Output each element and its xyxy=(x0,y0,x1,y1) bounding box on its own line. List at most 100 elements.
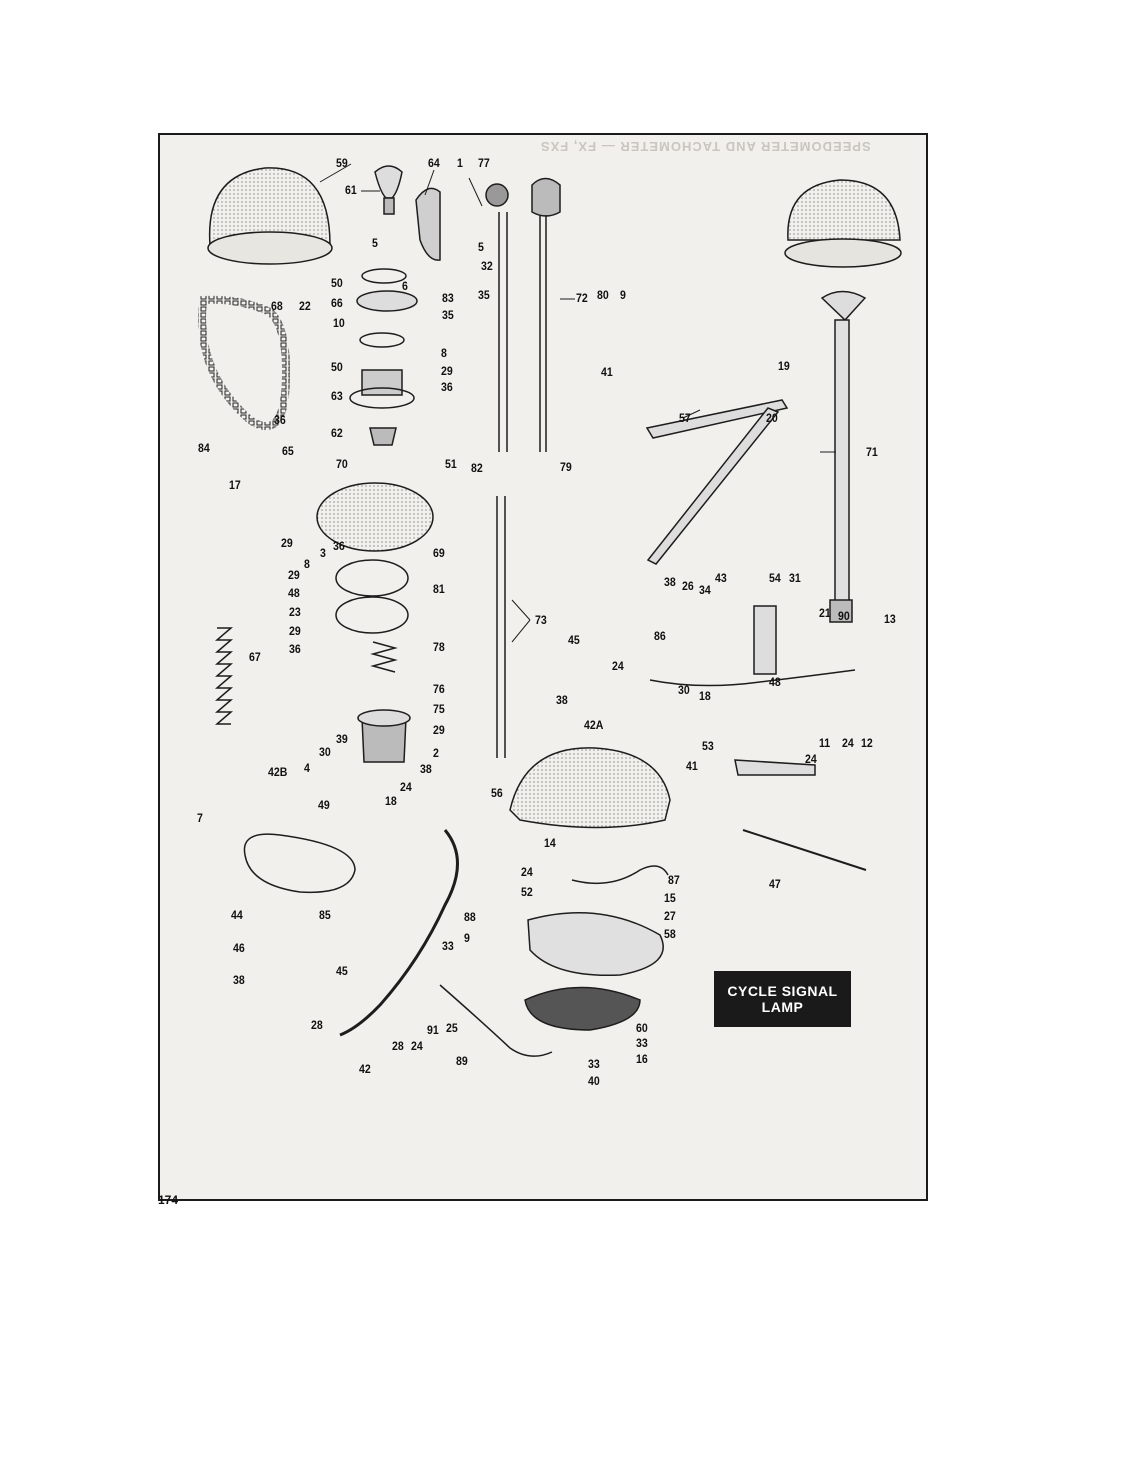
callout-label: 9 xyxy=(620,288,626,302)
callout-label: 47 xyxy=(769,877,781,891)
knob-ball-part xyxy=(485,183,509,207)
callout-label: 30 xyxy=(678,683,690,697)
callout-label: 22 xyxy=(299,299,311,313)
cable-part xyxy=(339,829,459,1037)
callout-label: 57 xyxy=(679,411,691,425)
callout-label: 48 xyxy=(769,675,781,689)
lower-lamp-housing-part xyxy=(509,747,671,829)
callout-label: 91 xyxy=(427,1023,439,1037)
ring-part xyxy=(356,290,418,312)
flag-rod-tip-part xyxy=(531,177,561,217)
callout-label: 29 xyxy=(441,364,453,378)
callout-label: 60 xyxy=(636,1021,648,1035)
callout-label: 29 xyxy=(281,536,293,550)
callout-label: 33 xyxy=(442,939,454,953)
callout-label: 25 xyxy=(446,1021,458,1035)
callout-label: 28 xyxy=(392,1039,404,1053)
callout-label: 73 xyxy=(535,613,547,627)
housing-top-part xyxy=(357,709,411,727)
callout-label: 69 xyxy=(433,546,445,560)
callout-label: 29 xyxy=(289,624,301,638)
page-number: 174 xyxy=(158,1193,179,1207)
wiring-loop-part xyxy=(243,833,356,894)
bracket-cable-part xyxy=(649,669,856,687)
gasket-part xyxy=(361,268,407,284)
callout-label: 41 xyxy=(686,759,698,773)
callout-label: 38 xyxy=(664,575,676,589)
callout-label: 49 xyxy=(318,798,330,812)
callout-label: 65 xyxy=(282,444,294,458)
mounting-bracket-part xyxy=(645,399,789,439)
chain-loop-part xyxy=(198,295,290,431)
lamp-base-part xyxy=(527,912,664,977)
callout-label: 29 xyxy=(433,723,445,737)
diagram-title-line1: CYCLE SIGNAL xyxy=(727,983,838,999)
callout-label: 39 xyxy=(336,732,348,746)
diagram-title-box: CYCLE SIGNAL LAMP xyxy=(714,971,851,1027)
callout-label: 56 xyxy=(491,786,503,800)
callout-label: 16 xyxy=(636,1052,648,1066)
callout-label: 82 xyxy=(471,461,483,475)
callout-label: 85 xyxy=(319,908,331,922)
callout-label: 77 xyxy=(478,156,490,170)
callout-label: 90 xyxy=(838,609,850,623)
callout-label: 45 xyxy=(336,964,348,978)
callout-label: 33 xyxy=(636,1036,648,1050)
callout-label: 36 xyxy=(289,642,301,656)
callout-label: 20 xyxy=(766,411,778,425)
callout-label: 68 xyxy=(271,299,283,313)
callout-label: 7 xyxy=(197,811,203,825)
callout-label: 18 xyxy=(699,689,711,703)
callout-label: 46 xyxy=(233,941,245,955)
callout-label: 35 xyxy=(442,308,454,322)
callout-label: 27 xyxy=(664,909,676,923)
callout-label: 10 xyxy=(333,316,345,330)
callout-label: 18 xyxy=(385,794,397,808)
callout-label: 5 xyxy=(478,240,484,254)
callout-label: 59 xyxy=(336,156,348,170)
callout-label: 42B xyxy=(268,765,288,779)
callout-label: 67 xyxy=(249,650,261,664)
callout-label: 8 xyxy=(441,346,447,360)
callout-label: 40 xyxy=(588,1074,600,1088)
callout-label: 31 xyxy=(789,571,801,585)
callout-label: 78 xyxy=(433,640,445,654)
callout-label: 28 xyxy=(311,1018,323,1032)
callout-label: 45 xyxy=(568,633,580,647)
callout-label: 88 xyxy=(464,910,476,924)
callout-label: 24 xyxy=(612,659,624,673)
callout-label: 72 xyxy=(576,291,588,305)
callout-label: 24 xyxy=(842,736,854,750)
callout-label: 76 xyxy=(433,682,445,696)
callout-label: 36 xyxy=(441,380,453,394)
holder-part xyxy=(369,427,397,446)
callout-label: 9 xyxy=(464,931,470,945)
callout-label: 36 xyxy=(274,413,286,427)
callout-label: 2 xyxy=(433,746,439,760)
callout-label: 48 xyxy=(288,586,300,600)
callout-label: 42 xyxy=(359,1062,371,1076)
callout-label: 23 xyxy=(289,605,301,619)
callout-label: 86 xyxy=(654,629,666,643)
mounting-bracket-leg-part xyxy=(646,407,780,565)
callout-label: 41 xyxy=(601,365,613,379)
leader-lines xyxy=(319,163,836,643)
callout-label: 8 xyxy=(304,557,310,571)
callout-label: 70 xyxy=(336,457,348,471)
callout-label: 79 xyxy=(560,460,572,474)
callout-label: 6 xyxy=(402,279,408,293)
callout-label: 53 xyxy=(702,739,714,753)
callout-label: 43 xyxy=(715,571,727,585)
callout-label: 14 xyxy=(544,836,556,850)
callout-label: 62 xyxy=(331,426,343,440)
callout-label: 50 xyxy=(331,276,343,290)
callout-label: 11 xyxy=(819,736,831,750)
callout-label: 24 xyxy=(400,780,412,794)
callout-label: 33 xyxy=(588,1057,600,1071)
socket-flange-part xyxy=(349,387,415,409)
callout-label: 24 xyxy=(805,752,817,766)
callout-label: 1 xyxy=(457,156,463,170)
callout-label: 38 xyxy=(420,762,432,776)
callout-label: 83 xyxy=(442,291,454,305)
